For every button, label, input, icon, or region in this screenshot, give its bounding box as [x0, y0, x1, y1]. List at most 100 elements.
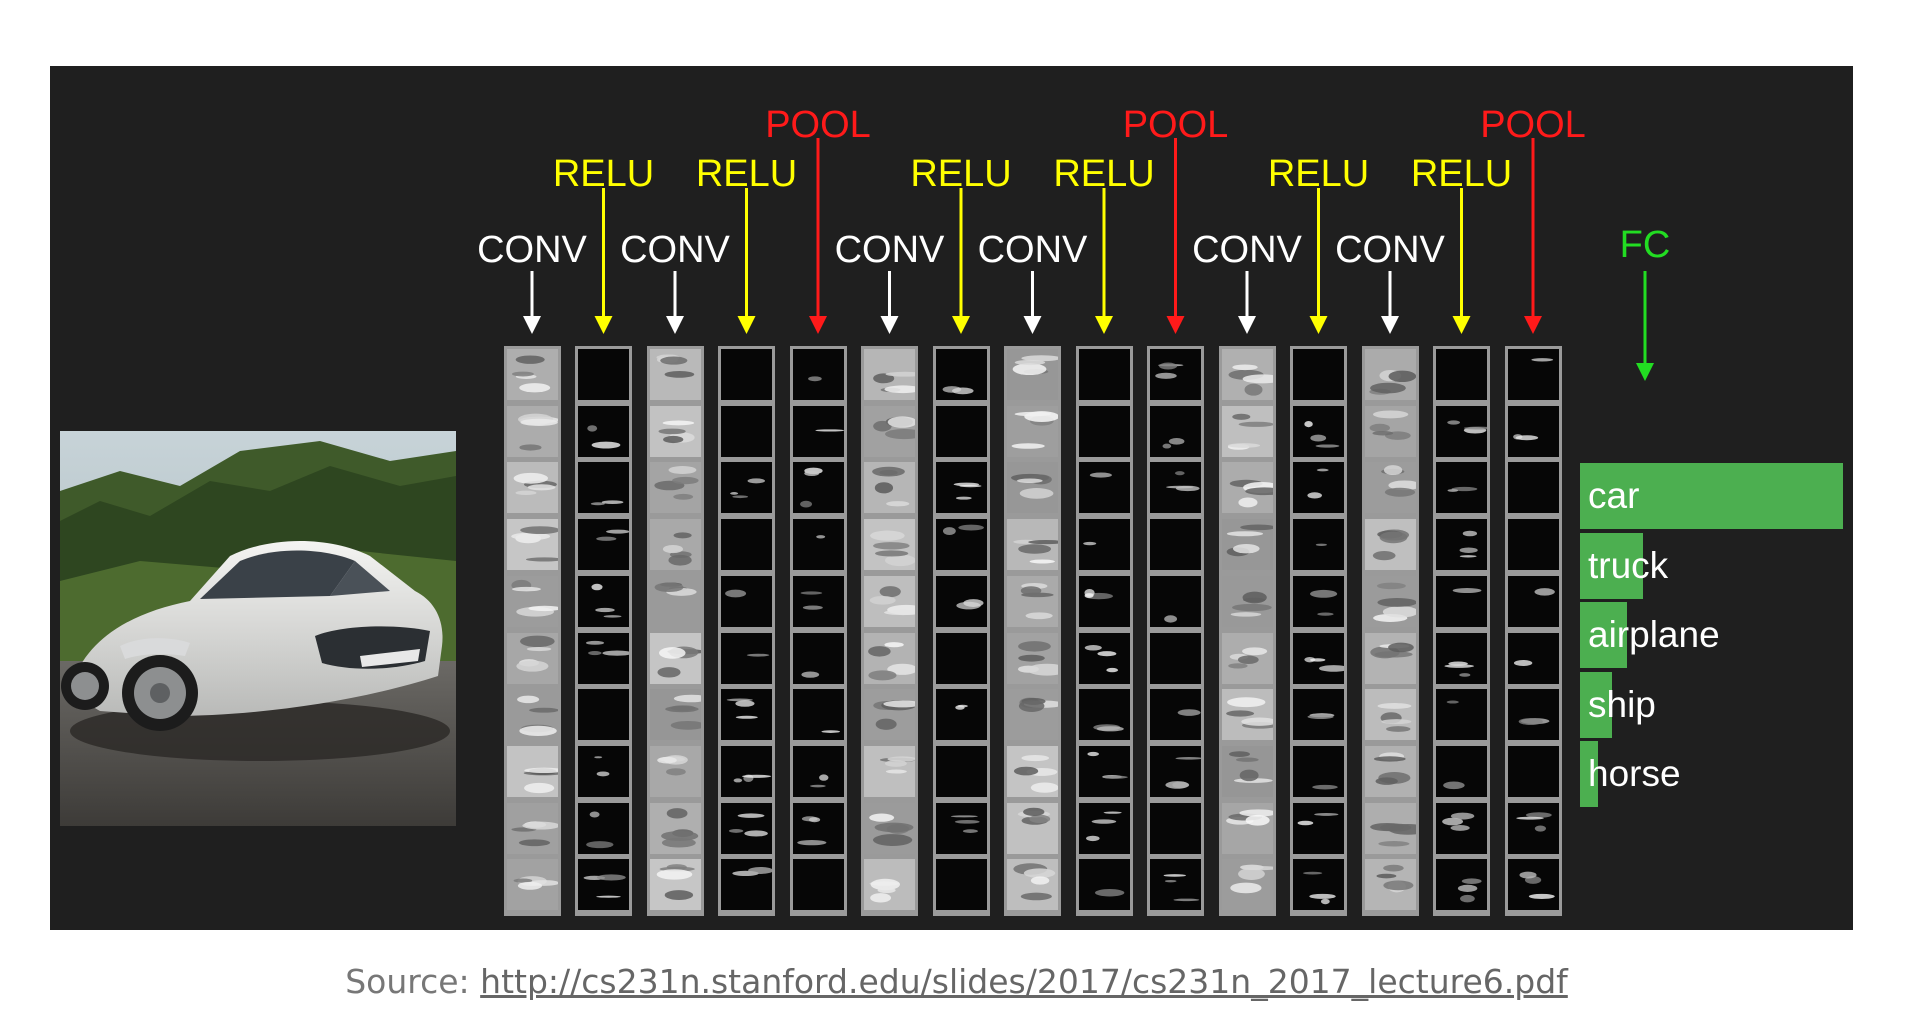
activation-map	[1436, 519, 1487, 571]
activation-map	[1221, 802, 1273, 854]
activation-map	[1221, 745, 1273, 797]
activation-map	[649, 745, 701, 797]
activation-map	[1507, 575, 1559, 627]
arrow-4-head	[737, 316, 756, 334]
class-bar-truck	[1580, 532, 1643, 599]
activation-map	[864, 575, 915, 627]
activation-map	[649, 519, 701, 571]
activation-map	[1007, 745, 1058, 797]
activation-map	[792, 349, 844, 400]
activation-map	[1078, 859, 1130, 911]
activation-map	[721, 859, 772, 911]
class-label-airplane: airplane	[1588, 614, 1720, 655]
activation-map	[1436, 745, 1487, 797]
activation-map	[935, 859, 987, 911]
activation-map	[649, 349, 701, 400]
activation-map	[1364, 349, 1416, 400]
activation-map	[1293, 349, 1344, 400]
source-link[interactable]: http://cs231n.stanford.edu/slides/2017/c…	[480, 962, 1568, 1001]
layer-label-pool-15: POOL	[1480, 104, 1586, 146]
activation-map	[864, 632, 915, 684]
activation-map	[1078, 349, 1130, 400]
activation-map	[1293, 405, 1344, 457]
activation-map	[792, 405, 844, 457]
activation-map	[1507, 745, 1559, 797]
activation-map	[1436, 859, 1487, 911]
activation-stack-9	[1075, 346, 1133, 916]
class-bar-airplane	[1580, 602, 1627, 668]
activation-map	[864, 519, 915, 571]
layer-label-relu-7: RELU	[910, 153, 1012, 195]
activation-map	[1078, 802, 1130, 854]
arrow-6-head	[880, 316, 899, 334]
activation-map	[1293, 745, 1344, 797]
activation-map	[721, 405, 772, 457]
activation-map	[506, 802, 558, 854]
activation-map	[506, 689, 558, 741]
activation-map	[1364, 405, 1416, 457]
activation-map	[792, 632, 844, 684]
activation-map	[1150, 405, 1201, 457]
activation-map	[1364, 575, 1416, 627]
activation-stack-5	[789, 346, 847, 916]
activation-map	[864, 405, 915, 457]
activation-map	[792, 575, 844, 627]
activation-map	[792, 462, 844, 514]
activation-map	[578, 349, 629, 400]
activation-map	[578, 859, 629, 911]
activation-map	[1507, 632, 1559, 684]
arrow-10-head	[1166, 316, 1185, 334]
activation-map	[1150, 462, 1201, 514]
activation-map	[935, 405, 987, 457]
activation-map	[1150, 859, 1201, 911]
activation-map	[1221, 632, 1273, 684]
activation-map	[1507, 802, 1559, 854]
activation-map	[578, 632, 629, 684]
layer-label-conv-13: CONV	[1335, 229, 1445, 271]
activation-map	[1293, 462, 1344, 514]
activation-map	[864, 349, 915, 400]
activation-map	[1078, 632, 1130, 684]
activation-map	[506, 462, 558, 514]
activation-map	[1364, 519, 1416, 571]
activation-map	[935, 349, 987, 400]
class-label-car: car	[1588, 475, 1640, 516]
activation-map	[935, 802, 987, 854]
activation-map	[578, 575, 629, 627]
arrow-13-head	[1381, 316, 1399, 334]
activation-map	[935, 519, 987, 571]
activation-stack-3	[646, 346, 704, 916]
activation-map	[1436, 632, 1487, 684]
activation-map	[935, 462, 987, 514]
activation-map	[1507, 462, 1559, 514]
activation-map	[1221, 405, 1273, 457]
activation-stack-8	[1004, 346, 1061, 916]
activation-map	[1078, 462, 1130, 514]
activation-map	[721, 519, 772, 571]
layer-label-relu-12: RELU	[1267, 153, 1370, 195]
activation-map	[864, 745, 915, 797]
activation-map	[1364, 745, 1416, 797]
activation-map	[721, 802, 772, 854]
layer-label-conv-3: CONV	[620, 229, 730, 271]
activation-map	[935, 689, 987, 741]
activation-map	[1507, 689, 1559, 741]
activation-map	[1221, 859, 1273, 911]
activation-map	[792, 689, 844, 741]
layer-label-conv-11: CONV	[1192, 229, 1302, 271]
activation-map	[864, 689, 915, 741]
layer-label-relu-9: RELU	[1053, 153, 1155, 195]
layer-label-conv-8: CONV	[977, 229, 1088, 271]
activation-map	[1293, 519, 1344, 571]
activation-map	[1150, 632, 1201, 684]
activation-map	[1507, 519, 1559, 571]
activation-map	[864, 859, 915, 911]
activation-map	[1007, 519, 1058, 571]
activation-stack-15	[1504, 346, 1562, 916]
activation-map	[864, 802, 915, 854]
activation-map	[1007, 632, 1058, 684]
activation-stack-4	[718, 346, 775, 916]
activation-map	[1150, 802, 1201, 854]
arrow-7-head	[952, 316, 970, 334]
